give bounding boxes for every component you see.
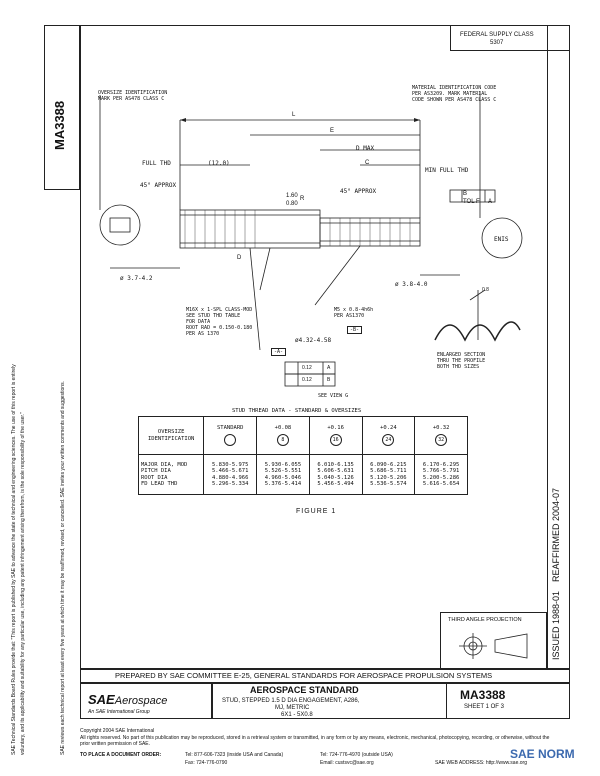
see-view-g: SEE VIEW G bbox=[318, 393, 349, 399]
standard-title: AEROSPACE STANDARD bbox=[250, 685, 359, 695]
thread-col-008: +0.08 8 bbox=[256, 416, 310, 455]
mark-032-icon: 32 bbox=[435, 434, 448, 447]
thread-angle: 0.8 bbox=[482, 287, 489, 293]
reaffirmed-date: REAFFIRMED 2004-07 bbox=[551, 487, 561, 582]
tel-inside: Tel: 877-606-7323 (inside USA and Canada… bbox=[185, 752, 284, 758]
dim-L: L bbox=[292, 112, 296, 118]
thread-values-standard: 5.830-5.975 5.466-5.671 4.880-4.966 5.29… bbox=[203, 454, 258, 495]
tel-outside: Tel: 724-776-4970 (outside USA) bbox=[320, 752, 393, 758]
title-logo-cell bbox=[80, 683, 212, 719]
dim-R: R bbox=[300, 196, 305, 202]
tol-012-b: 0.12 bbox=[302, 377, 312, 383]
enlarged-section-note: ENLARGED SECTION THRU THE PROFILE BOTH T… bbox=[437, 352, 486, 370]
thread-col-standard: STANDARD bbox=[203, 416, 258, 455]
sae-logo: SAEAerospace bbox=[88, 692, 167, 707]
col-label-standard: STANDARD bbox=[216, 424, 244, 431]
right-end-view bbox=[481, 217, 523, 259]
dim-080: 0.80 bbox=[286, 201, 298, 207]
side-number-box bbox=[44, 25, 80, 190]
tol-F: TOL F bbox=[463, 199, 480, 205]
email: Email: custsvc@sae.org bbox=[320, 760, 374, 766]
figure-label: FIGURE 1 bbox=[296, 508, 337, 515]
thread-row-labels: MAJOR DIA, MOD PITCH DIA ROOT DIA FD LEA… bbox=[137, 454, 205, 495]
thread-profile bbox=[434, 321, 521, 342]
federal-supply-label: FEDERAL SUPPLY CLASS bbox=[460, 32, 534, 38]
thread-values-032: 6.170-6.295 5.766-5.791 5.200-5.286 5.61… bbox=[414, 454, 468, 495]
mark-008-icon: 8 bbox=[276, 434, 289, 447]
min-full-thd: MIN FULL THD bbox=[425, 167, 469, 174]
thread-col-016: +0.16 16 bbox=[308, 416, 363, 455]
mark-016-icon: 16 bbox=[329, 434, 342, 447]
dim-B: B bbox=[463, 191, 468, 197]
stud-drawing bbox=[99, 92, 523, 387]
dim-C: C bbox=[365, 160, 370, 166]
m5-thread-note: M5 x 0.8-4h6h PER AS1370 bbox=[334, 307, 374, 319]
tol-A: A bbox=[488, 199, 493, 205]
prepared-by: PREPARED BY SAE COMMITTEE E-25, GENERAL … bbox=[115, 671, 493, 680]
description-line-3: 6X1 - 5X0.8 bbox=[281, 712, 313, 718]
material-id-note: MATERIAL IDENTIFICATION CODE PER AS3209.… bbox=[412, 85, 497, 103]
thread-values-024: 6.090-6.215 5.686-5.711 5.120-5.206 5.53… bbox=[361, 454, 416, 495]
col-label-024: +0.24 bbox=[380, 424, 397, 431]
col-label-032: +0.32 bbox=[432, 424, 450, 431]
dim-D: D bbox=[237, 255, 242, 261]
thread-values-016: 6.010-6.135 5.606-5.631 5.040-5.126 5.45… bbox=[308, 454, 363, 495]
side-doc-number: MA3388 bbox=[52, 100, 67, 150]
thread-values-008: 5.930-6.055 5.526-5.551 4.960-5.046 5.37… bbox=[256, 454, 310, 495]
angle-45-right: 45° APPROX bbox=[340, 188, 377, 195]
full-thd: FULL THD bbox=[142, 160, 171, 167]
thread-col-032: +0.32 32 bbox=[414, 416, 468, 455]
third-angle-box bbox=[440, 612, 547, 669]
title-desc-cell bbox=[212, 683, 447, 719]
description-line-2: MJ, METRIC bbox=[275, 705, 310, 711]
tol-012-a: 0.12 bbox=[302, 365, 312, 371]
mark-024-icon: 24 bbox=[382, 434, 395, 447]
dim-12: (12.0) bbox=[208, 160, 230, 167]
thread-table-col-first-header: OVERSIZE IDENTIFICATION bbox=[137, 416, 205, 455]
dim-160: 1.60 bbox=[286, 193, 298, 199]
datum-a-box: -A- bbox=[271, 348, 287, 356]
tol-012-a-ref: A bbox=[327, 365, 331, 371]
federal-supply-value: 5307 bbox=[490, 40, 504, 46]
dim-38: ø 3.8-4.0 bbox=[395, 281, 428, 288]
disclaimer-line-2: voluntary, and its applicability and sui… bbox=[20, 412, 26, 755]
doc-number: MA3388 bbox=[460, 688, 506, 702]
logo-aero-text: Aerospace bbox=[114, 695, 168, 707]
col-label-016: +0.16 bbox=[327, 424, 344, 431]
end-mark: ENIS bbox=[494, 236, 509, 243]
dim-432: ø4.32-4.58 bbox=[295, 337, 332, 344]
dim-E: E bbox=[330, 128, 335, 134]
thread-table-title: STUD THREAD DATA - STANDARD & OVERSIZES bbox=[232, 408, 362, 414]
description-line-1: STUD, STEPPED 1.5 D DIA ENGAGEMENT, A286… bbox=[222, 698, 360, 704]
order-label: TO PLACE A DOCUMENT ORDER: bbox=[80, 752, 162, 758]
fax: Fax: 724-776-0790 bbox=[185, 760, 228, 766]
disclaimer-line-3: SAE reviews each technical report at lea… bbox=[60, 381, 66, 755]
oversize-id-note: OVERSIZE IDENTIFICATION MARK PER AS478 C… bbox=[98, 90, 168, 102]
col-label-008: +0.08 bbox=[274, 424, 292, 431]
disclaimer-line-1: SAE Technical Standards Board Rules prov… bbox=[11, 364, 17, 755]
prepared-by-row bbox=[80, 669, 570, 683]
m5-datum-box: -B- bbox=[347, 326, 363, 334]
dim-D-max: D MAX bbox=[356, 145, 375, 152]
thread-col-024: +0.24 24 bbox=[361, 416, 416, 455]
rights-notice: All rights reserved. No part of this pub… bbox=[80, 735, 550, 747]
federal-supply-box bbox=[450, 25, 570, 51]
standard-mark-icon bbox=[224, 434, 237, 447]
tol-012-b-ref: B bbox=[327, 377, 331, 383]
m16-thread-note: M16X x 1-SPL CLASS-MOD SEE STUD THD TABL… bbox=[186, 307, 253, 337]
issued-date: ISSUED 1988-01 bbox=[551, 590, 561, 660]
stud-large-thread bbox=[179, 209, 321, 249]
watermark: SAE NORM bbox=[510, 747, 575, 761]
left-end-view bbox=[99, 204, 141, 246]
third-angle-label: THIRD ANGLE PROJECTION bbox=[448, 617, 522, 623]
angle-45-left: 45° APPROX bbox=[140, 182, 177, 189]
dim-37: ø 3.7-4.2 bbox=[120, 275, 153, 282]
copyright: Copyright 2004 SAE International bbox=[80, 728, 155, 734]
logo-tagline: An SAE International Group bbox=[88, 709, 150, 715]
sheet-number: SHEET 1 OF 3 bbox=[464, 704, 504, 710]
logo-sae-text: SAE bbox=[88, 692, 115, 707]
web-address: SAE WEB ADDRESS: http://www.sae.org bbox=[435, 760, 527, 766]
projection-symbol-icon bbox=[459, 633, 528, 659]
